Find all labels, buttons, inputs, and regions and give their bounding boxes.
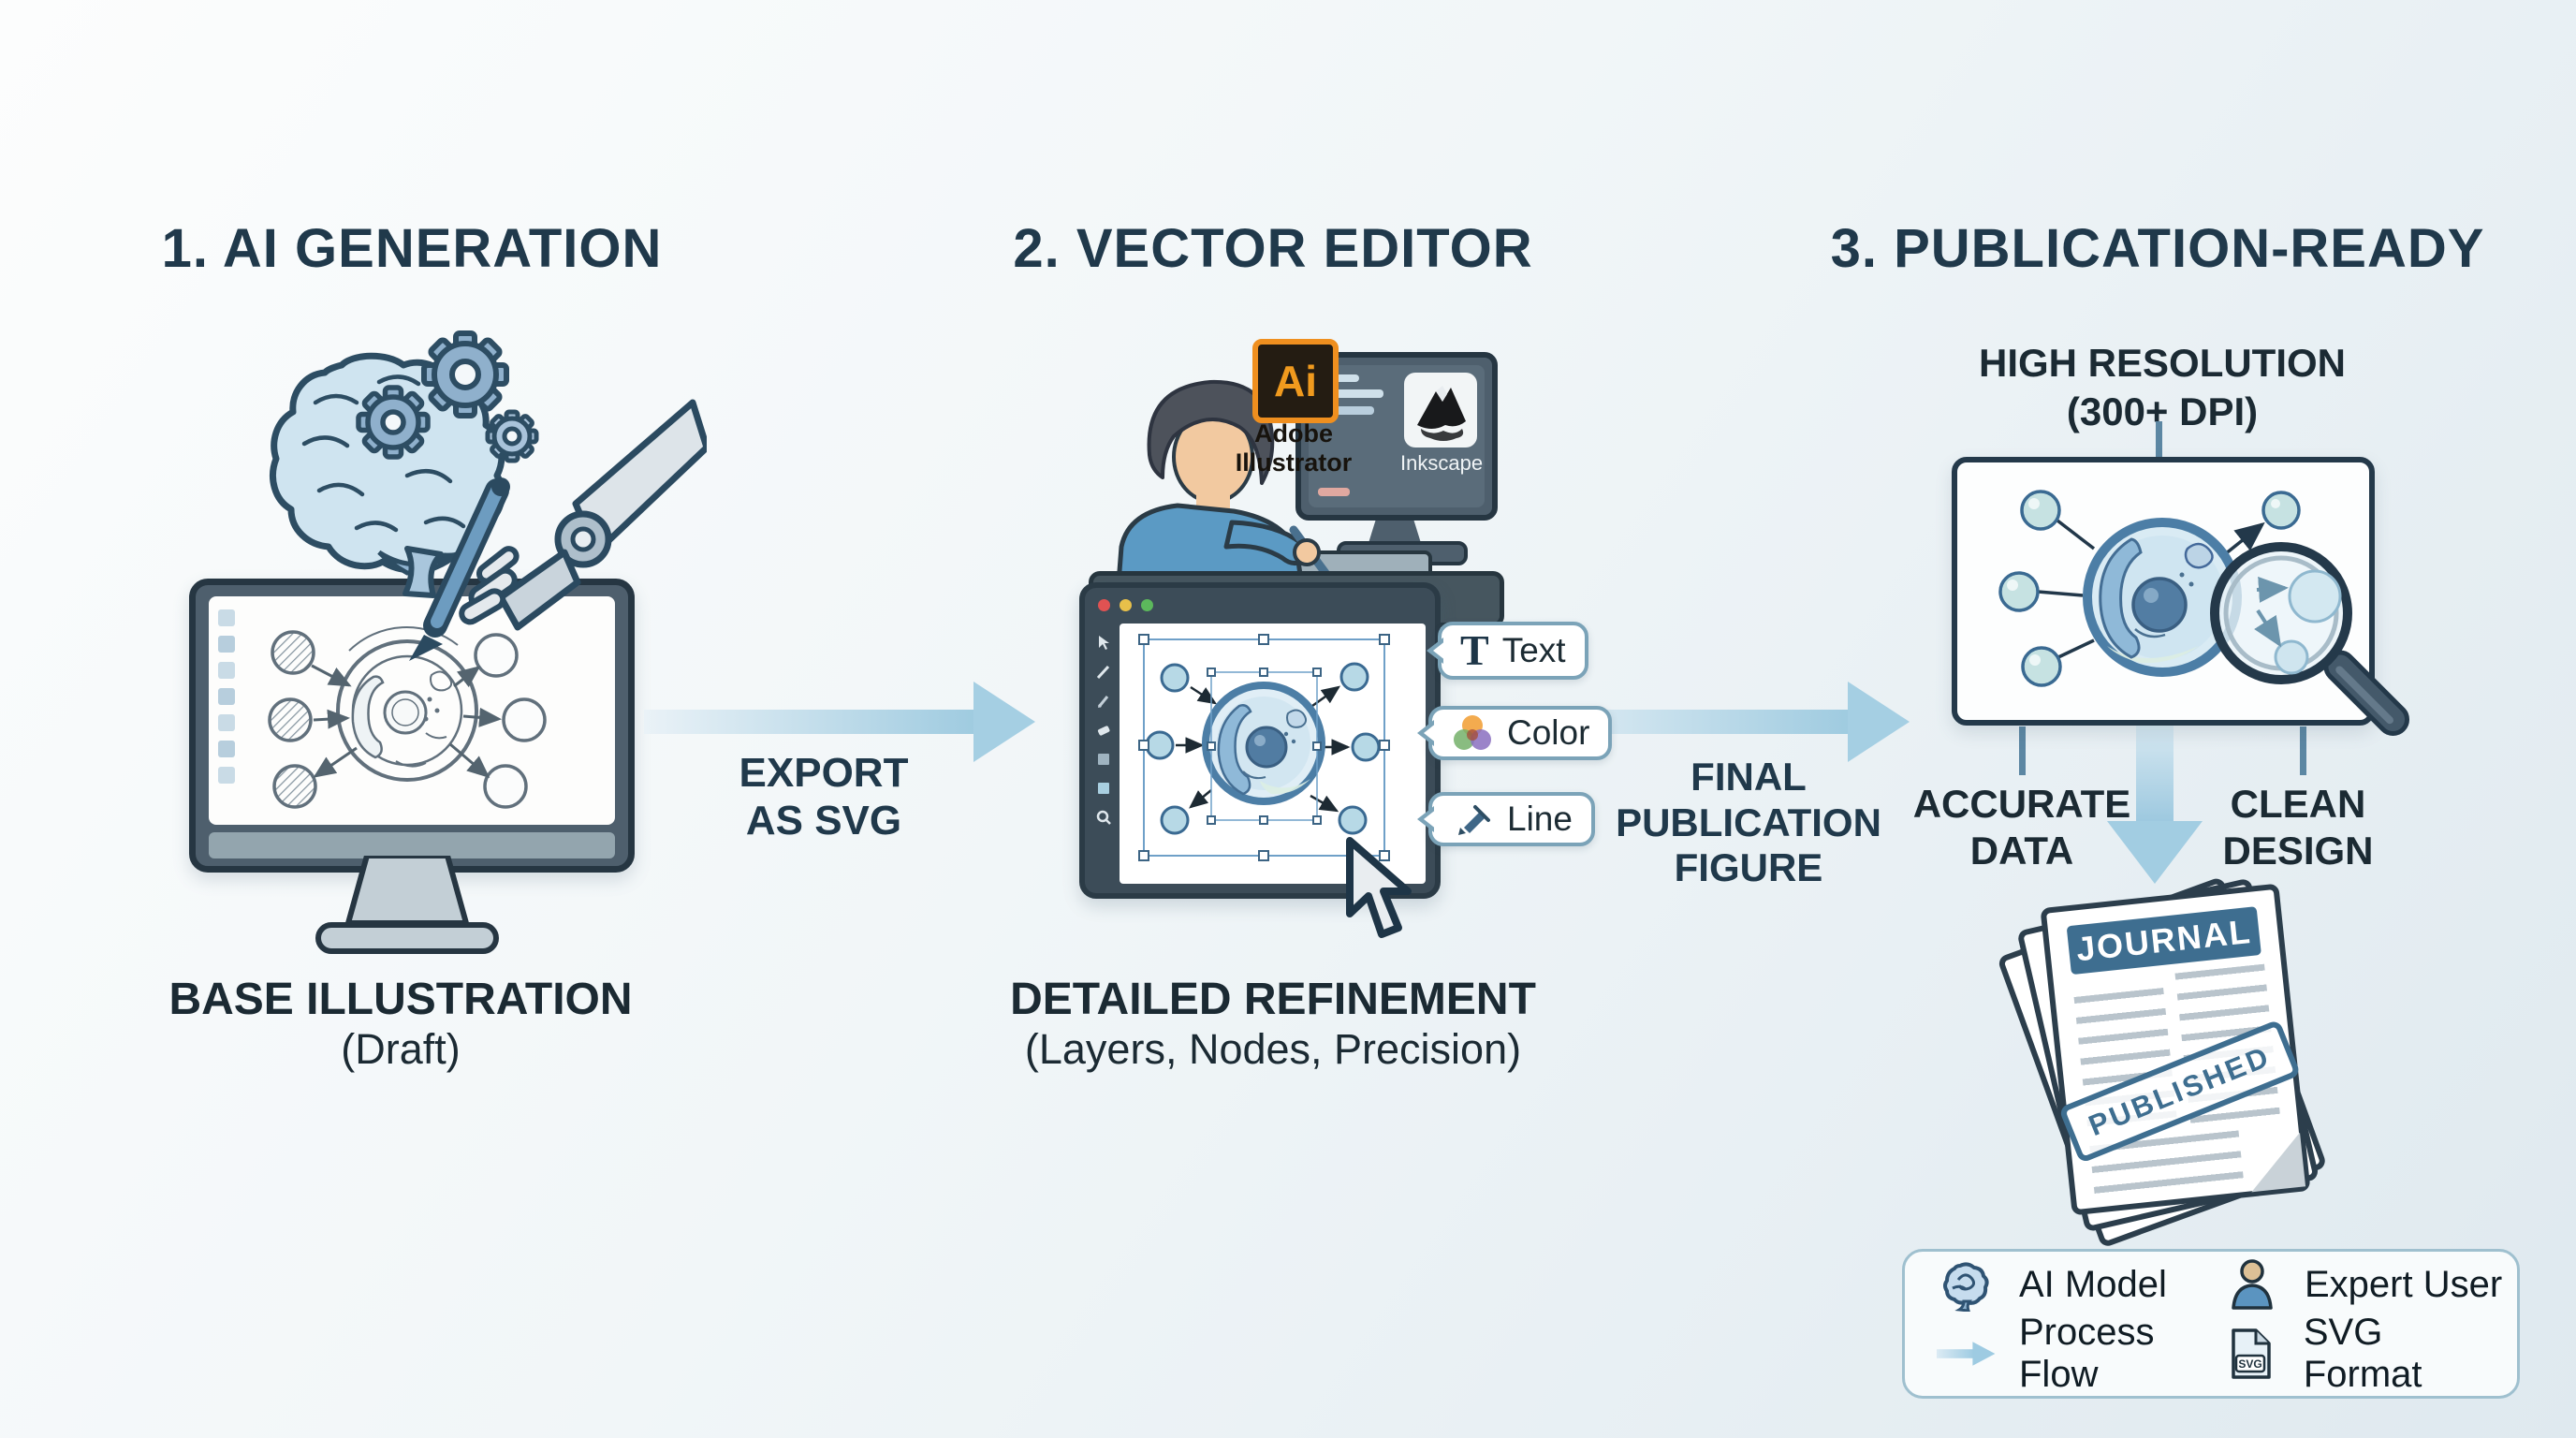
connector-line xyxy=(2019,726,2026,775)
step1-caption-line1: BASE ILLUSTRATION xyxy=(168,975,633,1024)
pointer-tool-icon xyxy=(1099,636,1109,650)
eraser-tool-icon xyxy=(1097,726,1110,736)
step2-title: 2. VECTOR EDITOR xyxy=(1013,218,1533,279)
traffic-light-red-icon xyxy=(1098,598,1110,611)
adobe-label-line2: Illustrator xyxy=(1235,448,1353,477)
screen-toolbar-icon xyxy=(218,609,235,784)
resolution-line2: (300+ DPI) xyxy=(2066,389,2259,434)
monitor-stand xyxy=(315,856,499,954)
svg-file-icon: SVG xyxy=(2222,1327,2281,1381)
text-tool-icon: T xyxy=(1460,626,1489,674)
resolution-label: HIGH RESOLUTION (300+ DPI) xyxy=(1979,339,2346,436)
step2-caption-line2: (Layers, Nodes, Precision) xyxy=(1024,1025,1522,1073)
callout-text-label: Text xyxy=(1501,631,1566,669)
zoom-tool-icon xyxy=(1096,810,1111,825)
inkscape-label: Inkscape xyxy=(1400,451,1484,475)
feature-clean-design: CLEAN DESIGN xyxy=(2222,781,2373,875)
fill-tool-icon xyxy=(1098,783,1109,794)
step1-caption: BASE ILLUSTRATION (Draft) xyxy=(168,974,632,1074)
vector-cell-artwork xyxy=(1138,634,1390,861)
monitor-chin xyxy=(209,832,615,858)
svg-text:SVG: SVG xyxy=(2239,1357,2262,1371)
adobe-illustrator-logo-icon: Ai xyxy=(1252,339,1339,423)
down-arrow xyxy=(2107,723,2203,884)
legend-item-process-flow: Process Flow xyxy=(1937,1312,2222,1396)
editor-canvas xyxy=(1120,624,1426,884)
traffic-light-yellow-icon xyxy=(1120,598,1132,611)
monitor-screen xyxy=(209,596,615,825)
adobe-label-line1: Adobe xyxy=(1254,419,1333,448)
editor-titlebar xyxy=(1085,588,1435,622)
legend-item-expert-user: Expert User xyxy=(2222,1257,2508,1312)
brain-icon xyxy=(1937,1257,1997,1312)
callout-line: Line xyxy=(1428,792,1595,846)
connector-line xyxy=(2156,421,2162,461)
adobe-illustrator-label: Adobe Illustrator xyxy=(1236,419,1353,477)
process-flow-arrow-icon xyxy=(1937,1335,1997,1372)
draft-cell-sketch xyxy=(218,609,547,809)
flow1-line1: EXPORT xyxy=(739,750,909,796)
legend: AI Model Expert User Proc xyxy=(1902,1249,2520,1399)
pen-tool-icon xyxy=(1096,665,1110,680)
feature-left-line1: ACCURATE xyxy=(1912,782,2131,826)
magnifier-icon xyxy=(2210,542,2410,737)
step1-caption-line2: (Draft) xyxy=(341,1025,461,1073)
monitor xyxy=(189,579,635,873)
flow2-line2: PUBLICATION xyxy=(1616,800,1881,844)
resolution-line1: HIGH RESOLUTION xyxy=(1978,341,2347,385)
cursor-icon xyxy=(1346,837,1412,938)
callout-text: T Text xyxy=(1438,622,1588,680)
legend-label: SVG Format xyxy=(2303,1312,2422,1395)
connector-line xyxy=(2300,726,2306,775)
color-wheel-icon xyxy=(1454,715,1491,750)
ui-bar xyxy=(1324,406,1374,415)
traffic-light-green-icon xyxy=(1141,598,1153,611)
editor-toolbar xyxy=(1090,624,1117,884)
line-pencil-icon xyxy=(1458,805,1490,835)
feature-right-line1: CLEAN xyxy=(2230,782,2366,826)
process-flow-arrow-1 xyxy=(644,682,1035,762)
legend-label: Process Flow xyxy=(2019,1312,2155,1395)
step3-title: 3. PUBLICATION-READY xyxy=(1830,218,2485,279)
vector-editor-window xyxy=(1079,582,1441,899)
gear-icon xyxy=(356,330,539,463)
flow1-label: EXPORT AS SVG xyxy=(739,749,909,844)
ui-bar xyxy=(1318,389,1383,398)
ui-bar xyxy=(1318,374,1359,382)
ai-brain-gears-robot-arm-icon xyxy=(270,330,707,661)
feature-accurate-data: ACCURATE DATA xyxy=(1913,781,2131,875)
flow2-label: FINAL PUBLICATION FIGURE xyxy=(1616,755,1881,891)
journal-front-page: JOURNAL PUBLISHED xyxy=(2040,883,2311,1216)
pencil-tool-icon xyxy=(1097,696,1109,708)
legend-item-ai-model: AI Model xyxy=(1937,1257,2222,1312)
final-cell-figure xyxy=(1998,490,2410,737)
ai-logo-text: Ai xyxy=(1274,357,1317,405)
ui-bar xyxy=(1318,488,1350,496)
robot-arm-icon xyxy=(409,399,707,661)
callout-line-label: Line xyxy=(1507,800,1573,838)
step2-caption: DETAILED REFINEMENT (Layers, Nodes, Prec… xyxy=(1010,974,1536,1074)
feature-right-line2: DESIGN xyxy=(2222,829,2374,873)
expert-user-icon xyxy=(2222,1257,2282,1312)
flow2-line1: FINAL xyxy=(1690,755,1807,799)
publication-figure-card xyxy=(1952,457,2410,737)
legend-item-svg-format: SVG SVG Format xyxy=(2222,1312,2508,1396)
inkscape-logo-icon xyxy=(1404,373,1477,448)
flow2-line3: FIGURE xyxy=(1674,845,1823,890)
legend-label: Expert User xyxy=(2305,1263,2503,1305)
callout-color-label: Color xyxy=(1507,713,1590,752)
callout-color: Color xyxy=(1428,706,1613,760)
shape-tool-icon xyxy=(1098,754,1109,765)
folded-corner xyxy=(2246,1132,2306,1193)
legend-label: AI Model xyxy=(2019,1263,2167,1305)
journal-banner: JOURNAL xyxy=(2066,906,2261,976)
step1-title: 1. AI GENERATION xyxy=(161,218,663,279)
feature-left-line2: DATA xyxy=(1969,829,2074,873)
step2-caption-line1: DETAILED REFINEMENT xyxy=(1010,975,1536,1024)
journal-stack: JOURNAL PUBLISHED xyxy=(1997,875,2328,1249)
flow1-line2: AS SVG xyxy=(745,798,902,844)
